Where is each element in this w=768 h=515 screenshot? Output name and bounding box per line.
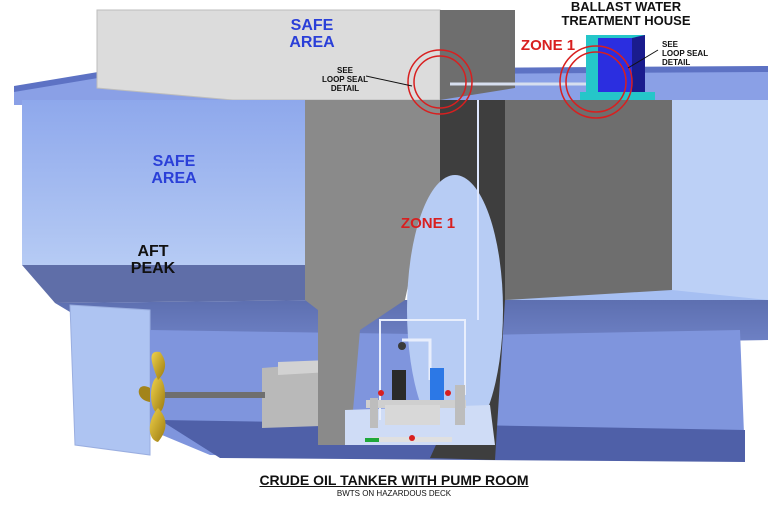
see-loop-right-line1: SEE [662, 40, 679, 49]
see-loop-seal-right-label: SEE LOOP SEAL DETAIL [662, 40, 712, 68]
caption-title: CRUDE OIL TANKER WITH PUMP ROOM [259, 472, 529, 488]
see-loop-seal-left-label: SEE LOOP SEAL DETAIL [320, 66, 370, 94]
ballast-house-label: BALLAST WATER TREATMENT HOUSE [556, 0, 696, 27]
zone1-top-label: ZONE 1 [520, 37, 576, 54]
safe-area-top-label: SAFE AREA [272, 17, 352, 52]
loop-seal-circle-left [407, 49, 473, 115]
pump-frame [379, 319, 466, 420]
valve-icon [398, 342, 406, 350]
aft-peak-line1: AFT [137, 243, 169, 260]
loop-seal-circle-right [559, 45, 633, 119]
ballast-house-line1: BALLAST WATER [570, 0, 682, 14]
inner-hull-left [22, 100, 305, 265]
leader-line-right [627, 49, 659, 69]
aft-peak-line2: PEAK [130, 259, 176, 277]
safe-area-top-line2: AREA [289, 33, 335, 51]
propeller [138, 351, 166, 442]
safe-area-top-line1: SAFE [290, 17, 334, 34]
superstructure-side [440, 10, 515, 100]
engine-top [278, 360, 330, 375]
safe-area-left-label: SAFE AREA [134, 153, 214, 188]
safe-area-left-line2: AREA [151, 169, 197, 187]
aft-peak-deck [22, 265, 330, 303]
leader-line-left [365, 75, 413, 87]
ballast-house-line2: TREATMENT HOUSE [561, 12, 691, 28]
see-loop-left-line2: LOOP SEAL [321, 75, 369, 85]
see-loop-left-line1: SEE [336, 66, 353, 75]
inner-hull-right-face [672, 100, 768, 300]
propeller-shaft [160, 392, 265, 398]
aft-peak-label: AFT PEAK [118, 243, 188, 278]
zone1-mid-label: ZONE 1 [400, 215, 456, 232]
see-loop-right-line3: DETAIL [662, 58, 691, 68]
stern-skeg [69, 304, 151, 456]
safe-area-left-line1: SAFE [152, 153, 196, 170]
see-loop-right-line2: LOOP SEAL [662, 49, 709, 59]
see-loop-left-line3: DETAIL [330, 84, 360, 94]
pump-room-trunk-right [505, 100, 672, 300]
pump-riser [402, 338, 432, 380]
treatment-house [580, 35, 655, 100]
pump-room-trunk-left [305, 100, 440, 445]
superstructure-front [96, 9, 441, 101]
caption-subtitle: BWTS ON HAZARDOUS DECK [336, 489, 452, 498]
pump-unit [365, 368, 466, 442]
